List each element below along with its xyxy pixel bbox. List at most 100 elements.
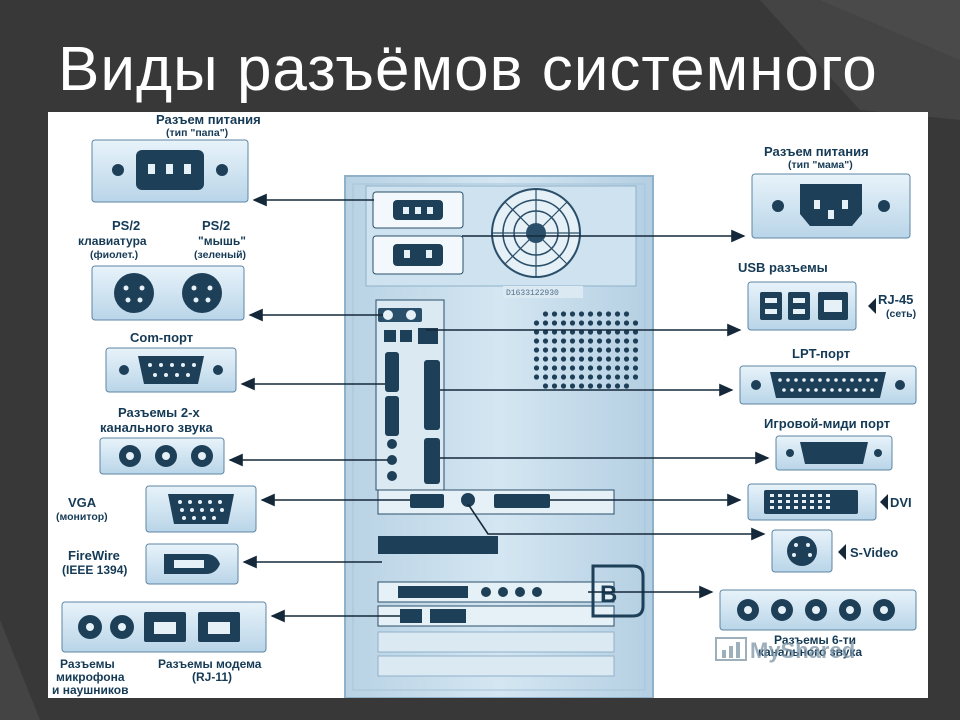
lpt-pin bbox=[862, 388, 866, 392]
lpt-pin bbox=[834, 378, 838, 382]
vent-hole bbox=[587, 347, 594, 353]
vent-hole bbox=[569, 374, 576, 380]
dvi-pin bbox=[778, 500, 782, 503]
label-mic-1: Разъемы bbox=[60, 657, 115, 671]
vent-hole bbox=[596, 338, 603, 344]
lpt-pin bbox=[802, 378, 806, 382]
label-ps2-kbd-3: (фиолет.) bbox=[90, 249, 138, 261]
label-rj45-1: RJ-45 bbox=[878, 292, 913, 307]
label-modem-2: (RJ-11) bbox=[192, 670, 232, 684]
lpt-pin bbox=[858, 378, 862, 382]
audio-2ch-connectors bbox=[99, 437, 225, 475]
vent-hole bbox=[587, 356, 594, 362]
vent-hole bbox=[569, 365, 576, 371]
connector-arrows bbox=[228, 193, 770, 623]
label-power-male: Разъем питания bbox=[156, 112, 261, 127]
lpt-pin bbox=[782, 388, 786, 392]
lpt-pin bbox=[850, 378, 854, 382]
vent-hole bbox=[578, 356, 585, 362]
vent-hole bbox=[560, 311, 567, 317]
label-firewire-2: (IEEE 1394) bbox=[62, 563, 127, 577]
vent-hole bbox=[551, 374, 558, 380]
vent-hole bbox=[542, 374, 549, 380]
power-female-connector bbox=[751, 173, 911, 239]
vent-hole bbox=[632, 374, 639, 380]
label-mic-3: и наушников bbox=[52, 683, 129, 697]
psu-power-in bbox=[372, 235, 464, 275]
label-audio2-1: Разъемы 2-х bbox=[118, 405, 200, 420]
vent-hole bbox=[560, 320, 567, 326]
vent-hole bbox=[542, 365, 549, 371]
svideo-connector bbox=[771, 529, 833, 573]
dvi-pin bbox=[826, 500, 830, 503]
vent-hole bbox=[551, 338, 558, 344]
label-power-female-sub: (тип "мама") bbox=[788, 159, 853, 171]
label-firewire-1: FireWire bbox=[68, 548, 120, 563]
label-ps2-mouse-3: (зеленый) bbox=[194, 249, 246, 261]
lpt-pin bbox=[810, 378, 814, 382]
vent-hole bbox=[614, 320, 621, 326]
vent-hole bbox=[614, 365, 621, 371]
vent-hole bbox=[605, 347, 612, 353]
vent-hole bbox=[623, 311, 630, 317]
label-audio6-1: Разъемы 6-ти bbox=[774, 633, 856, 647]
vent-hole bbox=[596, 383, 603, 389]
vent-hole bbox=[587, 374, 594, 380]
vent-hole bbox=[569, 356, 576, 362]
vent-hole bbox=[551, 311, 558, 317]
lpt-pin bbox=[818, 378, 822, 382]
vent-hole bbox=[569, 338, 576, 344]
vent-hole bbox=[578, 320, 585, 326]
dvi-pin bbox=[778, 506, 782, 509]
vent-hole bbox=[623, 383, 630, 389]
vent-hole bbox=[533, 338, 540, 344]
vent-hole bbox=[614, 383, 621, 389]
ps2-connectors bbox=[91, 265, 245, 321]
vent-hole bbox=[551, 383, 558, 389]
label-vga-2: (монитор) bbox=[56, 511, 108, 523]
vent-hole bbox=[623, 338, 630, 344]
label-com: Com-порт bbox=[130, 330, 193, 345]
label-svideo: S-Video bbox=[850, 545, 898, 560]
vent-hole bbox=[533, 320, 540, 326]
vent-hole bbox=[533, 356, 540, 362]
lpt-pin bbox=[822, 388, 826, 392]
svg-text:B: B bbox=[600, 581, 617, 608]
dvi-pin bbox=[770, 506, 774, 509]
firewire-connector bbox=[145, 543, 239, 585]
label-ps2-mouse-1: PS/2 bbox=[202, 218, 230, 233]
vent-hole bbox=[632, 356, 639, 362]
lpt-pin bbox=[806, 388, 810, 392]
vent-hole bbox=[569, 383, 576, 389]
lpt-pin bbox=[842, 378, 846, 382]
vent-hole bbox=[614, 311, 621, 317]
pc-case-rear: D1633122930 B bbox=[344, 175, 654, 698]
vent-hole bbox=[605, 320, 612, 326]
lpt-pin bbox=[870, 388, 874, 392]
fan-grill bbox=[491, 188, 581, 278]
vent-hole bbox=[560, 365, 567, 371]
label-ps2-kbd-1: PS/2 bbox=[112, 218, 140, 233]
label-power-male-sub: (тип "папа") bbox=[166, 127, 228, 139]
vga-connector bbox=[145, 485, 257, 533]
vent-hole bbox=[542, 356, 549, 362]
dvi-pin bbox=[778, 494, 782, 497]
dvi-pin bbox=[794, 500, 798, 503]
serial-number: D1633122930 bbox=[506, 289, 559, 298]
vent-hole bbox=[578, 365, 585, 371]
game-port-connector bbox=[775, 435, 893, 471]
dvi-connector bbox=[747, 483, 877, 521]
dvi-pin bbox=[802, 506, 806, 509]
slide-title: Виды разъёмов системного bbox=[58, 35, 878, 104]
dvi-pin bbox=[794, 494, 798, 497]
lpt-pin bbox=[866, 378, 870, 382]
vent-hole bbox=[542, 311, 549, 317]
lpt-pin bbox=[778, 378, 782, 382]
lpt-pin bbox=[814, 388, 818, 392]
vent-hole bbox=[587, 338, 594, 344]
dvi-pin bbox=[770, 500, 774, 503]
label-rj45-2: (сеть) bbox=[886, 308, 916, 320]
label-mic-2: микрофона bbox=[56, 670, 125, 684]
lpt-pin bbox=[838, 388, 842, 392]
dvi-pin bbox=[826, 494, 830, 497]
